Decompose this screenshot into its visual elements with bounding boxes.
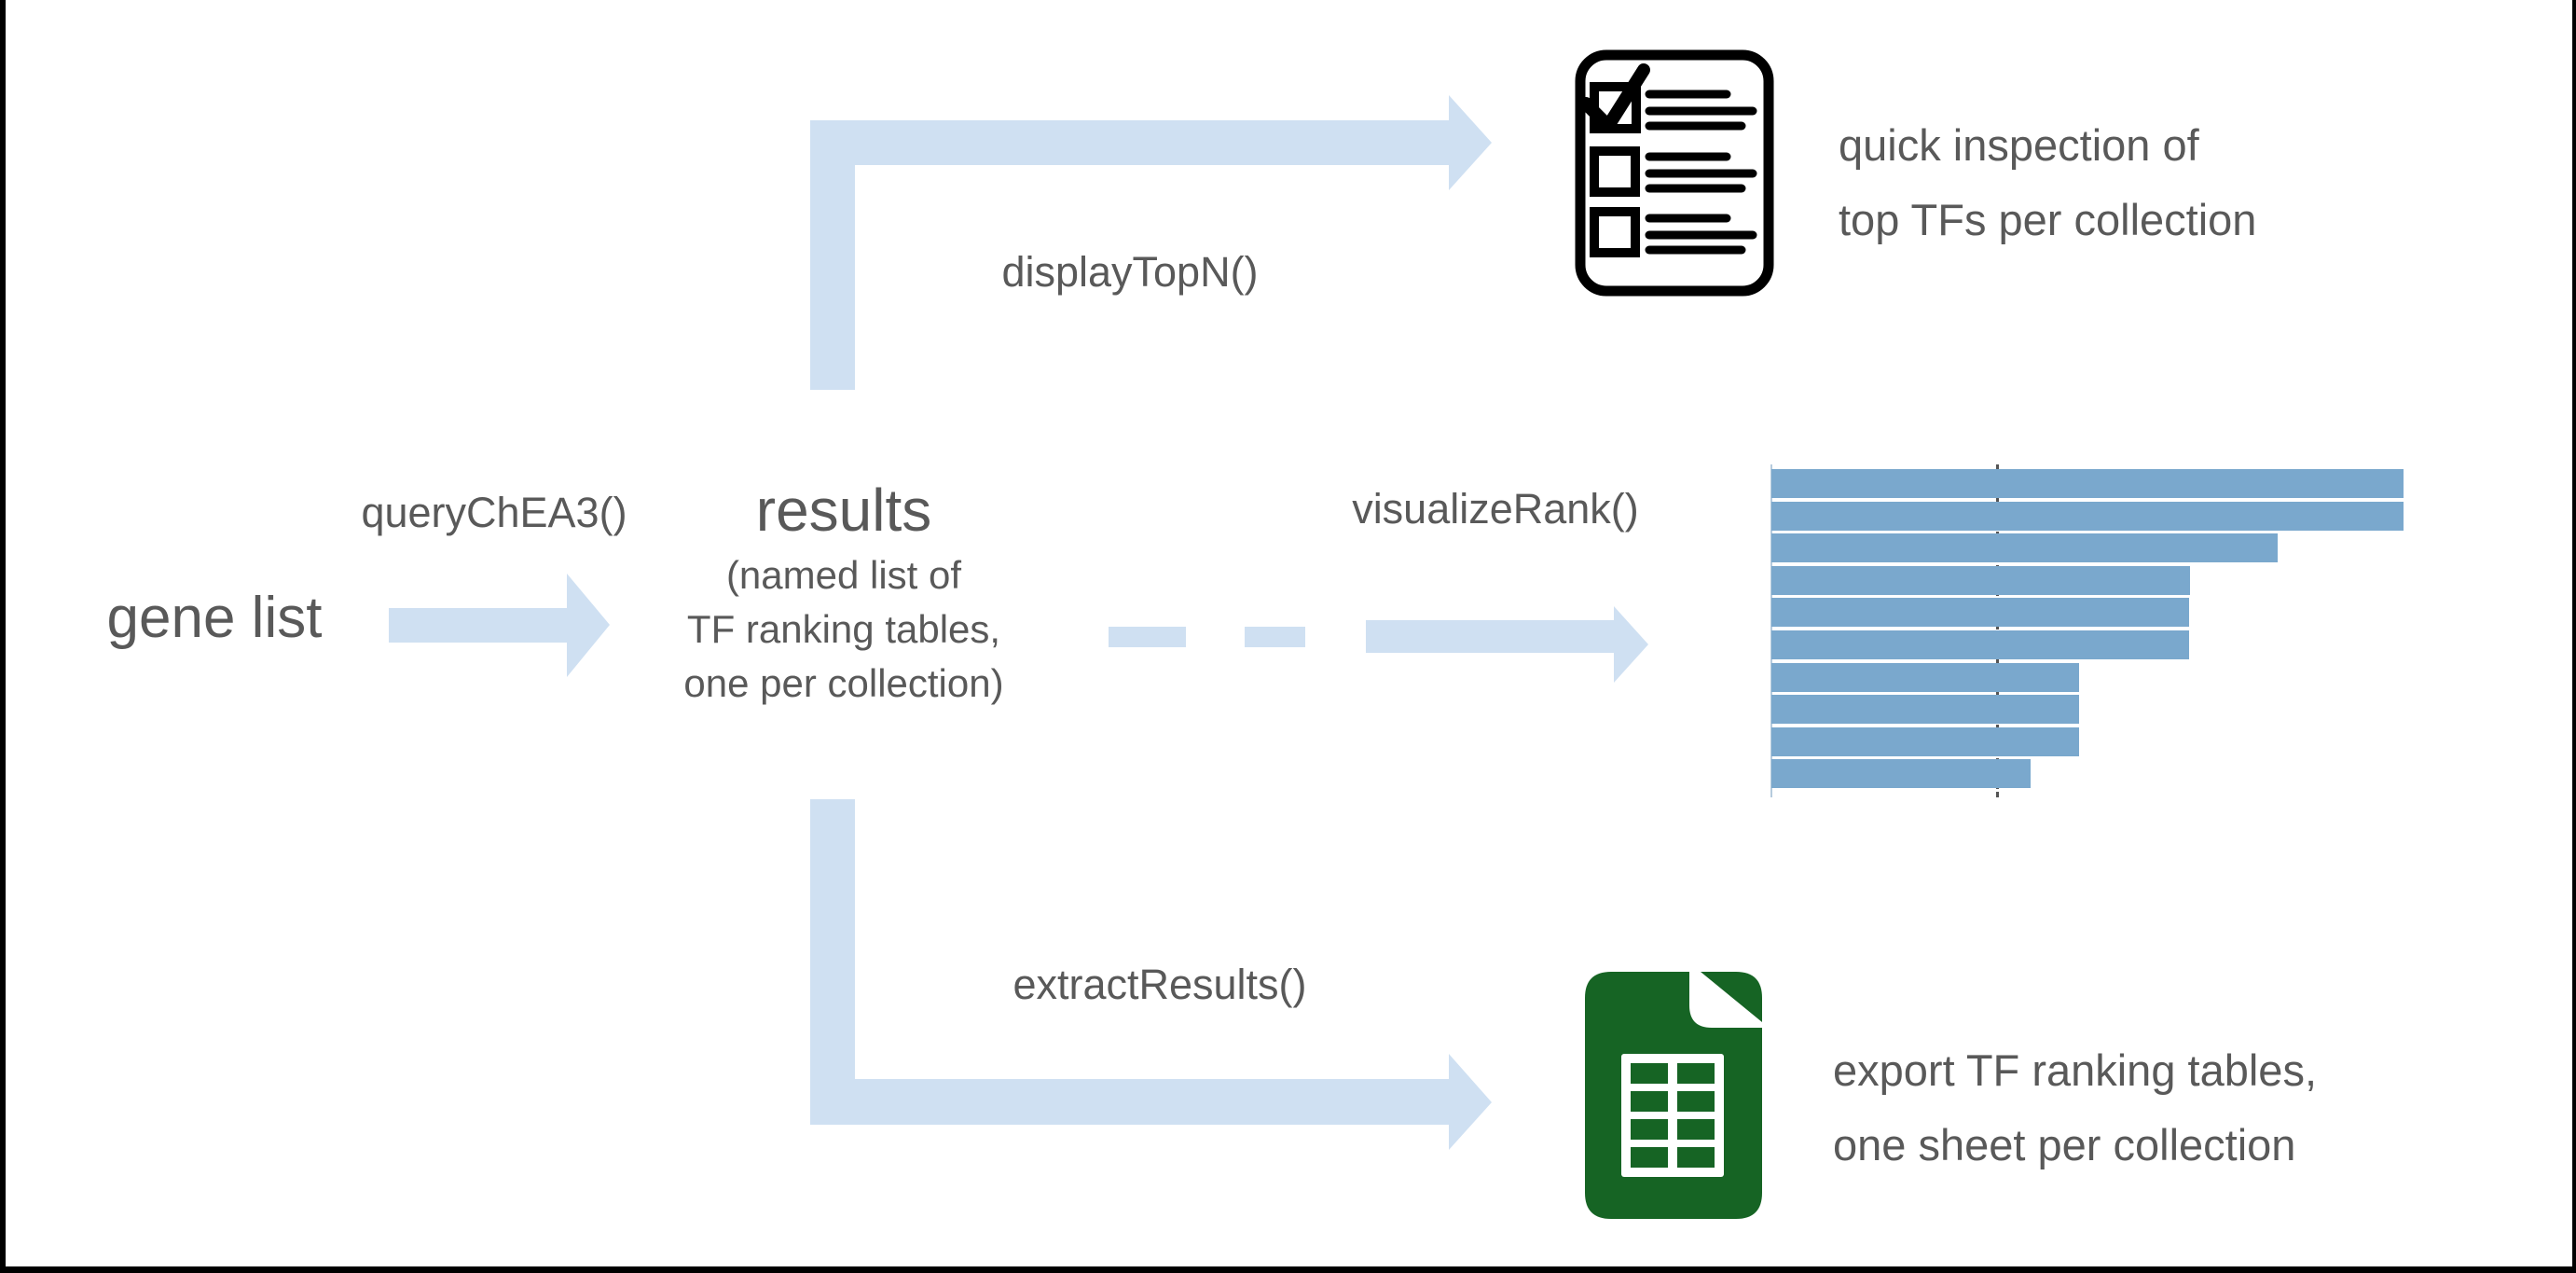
chart-bar bbox=[1771, 662, 2079, 692]
results-subtitle: (named list of TF ranking tables, one pe… bbox=[611, 548, 1077, 711]
results-subtitle-line: (named list of bbox=[725, 553, 962, 597]
spreadsheet-icon bbox=[1585, 972, 1762, 1219]
chart-bar bbox=[1771, 469, 2404, 498]
display-function-label: displayTopN() bbox=[1001, 248, 1259, 296]
dash-segment-icon bbox=[1245, 627, 1305, 647]
caption-line: quick inspection of bbox=[1839, 120, 2199, 170]
caption-line: export TF ranking tables, bbox=[1833, 1045, 2317, 1095]
checklist-icon bbox=[1575, 49, 1774, 297]
results-subtitle-line: TF ranking tables, bbox=[686, 607, 1001, 651]
frame-edge-right bbox=[2572, 0, 2576, 1273]
chart-bar bbox=[1771, 630, 2189, 659]
query-function-label: queryChEA3() bbox=[361, 489, 627, 536]
flow-arrow-right-icon bbox=[389, 574, 610, 677]
chart-bar bbox=[1771, 501, 2404, 531]
chart-bar bbox=[1771, 759, 2031, 789]
chart-bar bbox=[1771, 726, 2079, 756]
chart-bar bbox=[1771, 565, 2190, 595]
dashed-arrow-right-icon bbox=[1366, 606, 1648, 683]
elbow-arrow-up-right-icon bbox=[810, 95, 1492, 390]
frame-edge-bottom bbox=[0, 1266, 2576, 1273]
caption-line: one sheet per collection bbox=[1833, 1120, 2296, 1169]
results-title: results bbox=[755, 477, 932, 544]
results-subtitle-line: one per collection) bbox=[683, 661, 1004, 705]
extract-function-label: extractResults() bbox=[1012, 961, 1307, 1008]
rank-bar-chart bbox=[1762, 462, 2426, 807]
chart-bar bbox=[1771, 695, 2079, 725]
visualize-function-label: visualizeRank() bbox=[1352, 485, 1639, 533]
chart-bar bbox=[1771, 598, 2189, 628]
frame-edge-left bbox=[0, 0, 6, 1273]
caption-line: top TFs per collection bbox=[1839, 195, 2257, 244]
gene-list-label: gene list bbox=[106, 586, 323, 650]
dash-segment-icon bbox=[1109, 627, 1186, 647]
quick-inspection-caption: quick inspection of top TFs per collecti… bbox=[1839, 108, 2510, 257]
chart-bar bbox=[1771, 533, 2278, 563]
export-caption: export TF ranking tables, one sheet per … bbox=[1833, 1033, 2504, 1183]
